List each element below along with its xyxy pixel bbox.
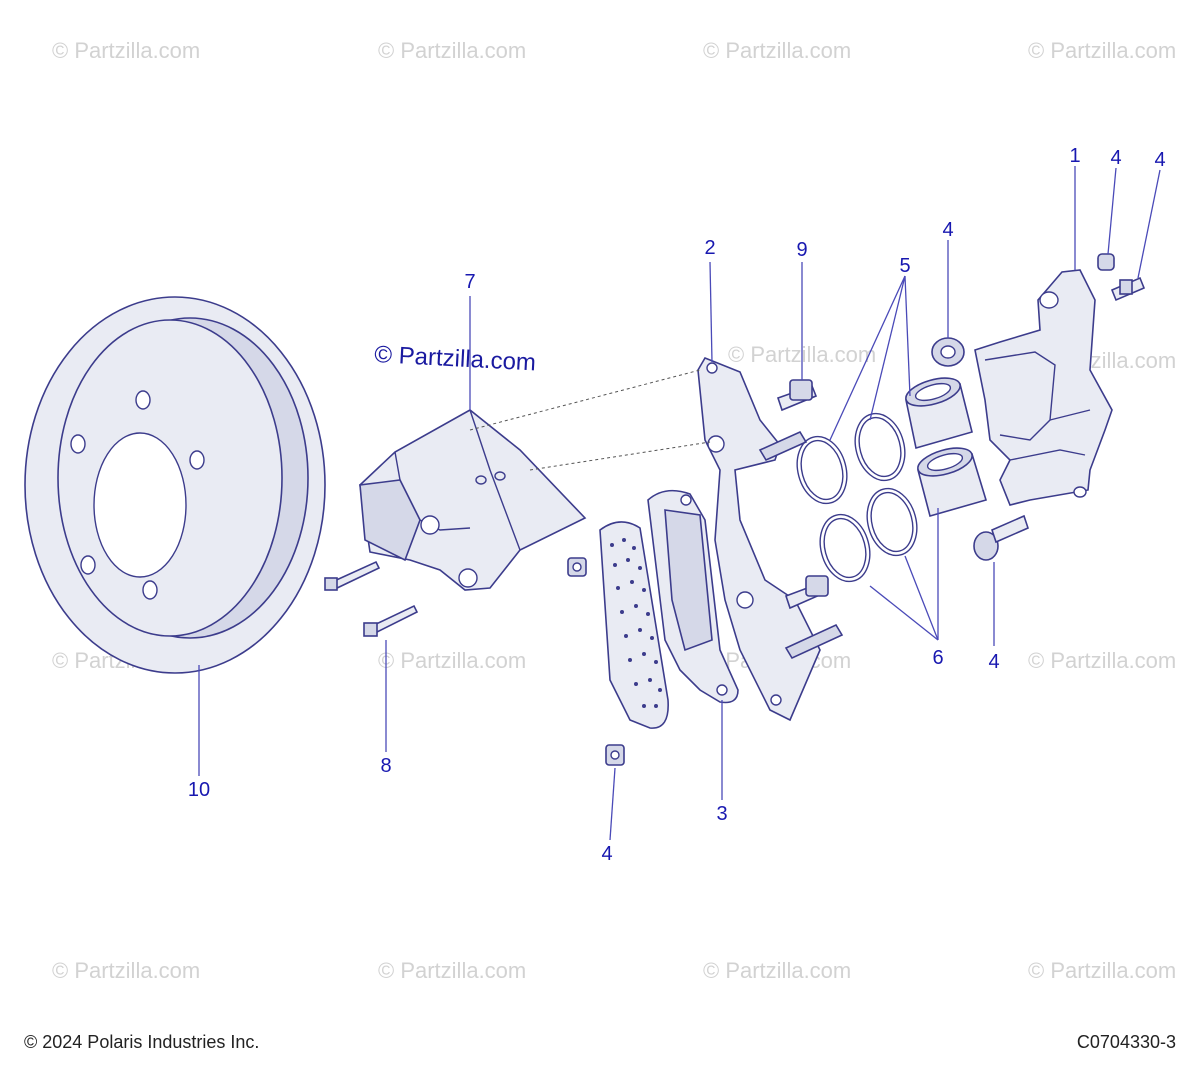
callout-4: 4 (1110, 147, 1121, 169)
brake-caliper-housing[interactable] (974, 269, 1113, 506)
watermark: © Partzilla.com (1028, 958, 1176, 983)
alignment-line (469, 369, 701, 431)
copyright-notice: © 2024 Polaris Industries Inc. (24, 1032, 260, 1052)
watermark: © Partzilla.com (1028, 648, 1176, 673)
callout-1: 1 (1069, 145, 1080, 167)
bleeder-screw[interactable] (1110, 276, 1146, 302)
brake-pad-outer[interactable] (599, 521, 669, 729)
callout-9: 9 (796, 239, 807, 261)
brake-pad-nut[interactable] (567, 557, 587, 577)
callout-3: 3 (716, 803, 727, 825)
drawing-number: C0704330-3 (1076, 1032, 1176, 1052)
callout-5: 5 (899, 255, 910, 277)
leader-lines (198, 166, 1161, 841)
watermark: © Partzilla.com (52, 38, 200, 63)
watermark: © Partzilla.com (378, 648, 526, 673)
brake-rotor[interactable] (24, 296, 326, 674)
watermark: © Partzilla.com (703, 958, 851, 983)
bracket-bolt[interactable] (784, 575, 829, 610)
callout-4: 4 (988, 651, 999, 673)
mount-bolt[interactable] (363, 604, 419, 637)
mount-bolt[interactable] (324, 560, 381, 591)
callout-4: 4 (601, 843, 612, 865)
watermark: © Partzilla.com (52, 958, 200, 983)
watermark: © Partzilla.com (378, 38, 526, 63)
brake-pad-nut-lower[interactable] (605, 744, 625, 766)
watermark-main: © Partzilla.com (374, 341, 537, 376)
caliper-mount-bracket[interactable] (359, 409, 587, 591)
callout-4: 4 (942, 219, 953, 241)
bracket-bolt[interactable] (776, 379, 818, 412)
piston-seal-set[interactable] (790, 408, 924, 587)
callout-8: 8 (380, 755, 391, 777)
caliper-bushing[interactable] (931, 337, 965, 367)
watermark: © Partzilla.com (378, 958, 526, 983)
callout-6: 6 (932, 647, 943, 669)
watermark: © Partzilla.com (1028, 38, 1176, 63)
alignment-line (529, 441, 711, 471)
callout-labels: 1 4 4 4 5 2 9 7 6 4 8 10 3 4 (188, 145, 1166, 865)
brake-pad-inner[interactable] (647, 489, 739, 704)
watermark: © Partzilla.com (703, 38, 851, 63)
callout-10: 10 (188, 779, 210, 801)
caliper-pin-bolt[interactable] (973, 514, 1029, 561)
bleeder-cap[interactable] (1097, 253, 1115, 271)
caliper-piston[interactable] (915, 443, 988, 517)
callout-4: 4 (1154, 149, 1165, 171)
caliper-bracket[interactable] (697, 357, 844, 722)
caliper-piston[interactable] (903, 373, 973, 450)
callout-7: 7 (464, 271, 475, 293)
callout-2: 2 (704, 237, 715, 259)
